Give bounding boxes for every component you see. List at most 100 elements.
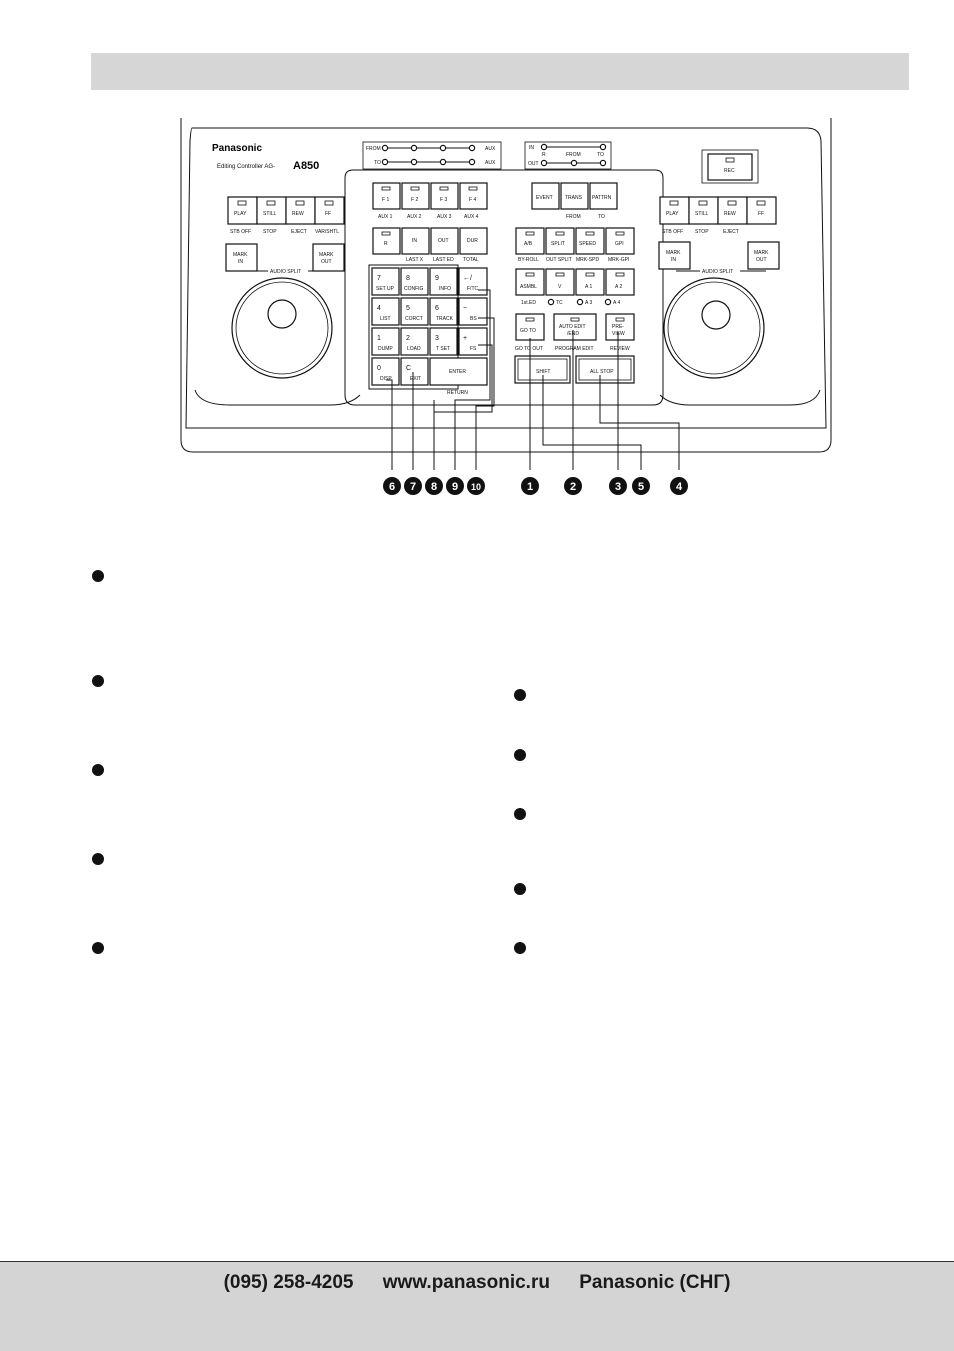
svg-text:MARK: MARK (233, 252, 248, 258)
right-mark-in-button[interactable]: MARK IN (658, 241, 691, 270)
ff-button: FF (325, 211, 331, 217)
svg-text:OUT: OUT (528, 161, 539, 167)
left-mark-in-button[interactable]: MARK IN (225, 243, 258, 272)
callout-5: 5 (638, 481, 644, 493)
svg-text:VAR/SHTL: VAR/SHTL (315, 229, 339, 235)
svg-text:STB OFF: STB OFF (230, 229, 251, 235)
svg-text:LAST X: LAST X (406, 257, 424, 263)
model-number: A850 (293, 160, 319, 172)
svg-text:IN: IN (529, 145, 534, 151)
svg-text:AUDIO SPLIT: AUDIO SPLIT (702, 269, 733, 275)
svg-text:9: 9 (435, 275, 439, 282)
assemble-labels: 1st.ED TC A 3 A 4 (521, 298, 620, 306)
svg-text:3: 3 (435, 335, 439, 342)
svg-text:ALL STOP: ALL STOP (590, 369, 614, 375)
function-keys[interactable]: F 1 F 2 F 3 F 4 (372, 182, 488, 210)
callout-9: 9 (452, 481, 458, 493)
svg-text:A 1: A 1 (585, 284, 592, 290)
footer-phone: (095) 258-4205 (223, 1272, 354, 1293)
brand-area: Panasonic Editing Controller AG- A850 (212, 143, 319, 172)
svg-text:PATTRN: PATTRN (592, 195, 612, 201)
svg-text:REVIEW: REVIEW (610, 346, 630, 352)
svg-text:8: 8 (406, 275, 410, 282)
svg-text:REC: REC (724, 168, 735, 174)
edit-point-keys[interactable]: R IN OUT DUR (372, 227, 488, 255)
svg-text:GPI: GPI (615, 241, 624, 247)
svg-text:OUT SPLIT: OUT SPLIT (546, 257, 572, 263)
svg-text:FROM: FROM (566, 214, 581, 220)
left-transport-labels: STB OFF STOP EJECT VAR/SHTL (230, 229, 339, 235)
svg-text:R: R (384, 241, 388, 247)
svg-text:GO TO: GO TO (520, 328, 536, 334)
all-stop-button[interactable]: ALL STOP (575, 355, 635, 384)
svg-text:DUR: DUR (467, 238, 478, 244)
auto-edit-button[interactable]: AUTO EDIT /END (553, 313, 597, 341)
callout-4: 4 (676, 481, 683, 493)
svg-text:MRK-SPD: MRK-SPD (576, 257, 599, 263)
svg-text:0: 0 (377, 365, 381, 372)
svg-text:VIEW: VIEW (612, 331, 625, 337)
numeric-keypad[interactable]: 7 SET UP 8 CONFIG 9 INFO 4 LIST 5 CORCT … (368, 264, 488, 396)
svg-text:RETURN: RETURN (447, 390, 468, 396)
svg-text:IN: IN (671, 257, 676, 263)
event-keys[interactable]: EVENT TRANS PATTRN (531, 182, 618, 210)
transition-keys[interactable]: A/B SPLIT SPEED GPI (515, 227, 635, 255)
svg-text:A/B: A/B (524, 241, 533, 247)
assemble-keys[interactable]: ASMBL V A 1 A 2 (515, 268, 635, 296)
svg-text:FROM: FROM (366, 146, 381, 152)
bullet-marker (92, 675, 104, 687)
svg-text:CONFIG: CONFIG (404, 286, 424, 292)
indicator-panel-right: IN R FROM TO OUT (524, 141, 612, 170)
svg-text:TRACK: TRACK (436, 316, 454, 322)
left-jog-dial[interactable] (231, 277, 333, 379)
edit-point-labels: LAST X LAST ED TOTAL (406, 257, 479, 263)
right-mark-out-button[interactable]: MARK OUT (747, 241, 780, 270)
svg-text:R: R (542, 152, 546, 158)
svg-text:1: 1 (377, 335, 381, 342)
callout-3: 3 (615, 481, 621, 493)
svg-text:←/: ←/ (463, 275, 472, 282)
svg-text:F 4: F 4 (469, 197, 476, 203)
svg-text:SPEED: SPEED (579, 241, 596, 247)
callout-10: 10 (471, 482, 481, 492)
svg-text:REW: REW (724, 211, 736, 217)
shift-button[interactable]: SHIFT (514, 355, 571, 384)
svg-text:MARK: MARK (754, 250, 769, 256)
svg-text:MARK: MARK (319, 252, 334, 258)
bullet-marker (514, 942, 526, 954)
right-audio-split-label: AUDIO SPLIT (676, 269, 766, 275)
svg-text:F 2: F 2 (411, 197, 418, 203)
callout-8: 8 (431, 481, 437, 493)
callout-leader-lines (386, 289, 680, 470)
footer-website[interactable]: www.panasonic.ru (382, 1272, 550, 1293)
svg-text:AUX 3: AUX 3 (437, 214, 452, 220)
svg-text:TC: TC (556, 300, 563, 306)
goto-button[interactable]: GO TO (515, 313, 545, 341)
svg-text:EJECT: EJECT (723, 229, 739, 235)
svg-text:DISP: DISP (380, 376, 392, 382)
rec-button[interactable]: REC (701, 149, 759, 184)
svg-text:OUT: OUT (438, 238, 449, 244)
svg-text:T SET: T SET (436, 346, 450, 352)
svg-text:AUX 1: AUX 1 (378, 214, 393, 220)
svg-text:INFO: INFO (439, 286, 451, 292)
right-jog-dial[interactable] (663, 277, 765, 379)
right-transport-keys[interactable]: PLAY STILL REW FF (659, 196, 777, 225)
svg-text:SET UP: SET UP (376, 286, 395, 292)
callout-2: 2 (570, 481, 576, 493)
footer-contact: (095) 258-4205 www.panasonic.ru Panasoni… (0, 1272, 954, 1294)
svg-text:TO: TO (597, 152, 604, 158)
preview-button[interactable]: PRE- VIEW (605, 313, 635, 341)
brand-logo: Panasonic (212, 143, 262, 154)
svg-text:GO TO OUT: GO TO OUT (515, 346, 543, 352)
svg-text:6: 6 (435, 305, 439, 312)
still-button: STILL (263, 211, 277, 217)
left-mark-out-button[interactable]: MARK OUT (312, 243, 345, 272)
svg-text:TO: TO (374, 160, 381, 166)
left-transport-keys[interactable]: PLAY STILL REW FF (227, 196, 345, 225)
svg-text:EVENT: EVENT (536, 195, 553, 201)
svg-text:A 2: A 2 (615, 284, 622, 290)
svg-text:ASMBL: ASMBL (520, 284, 537, 290)
right-transport-labels: STB OFF STOP EJECT (662, 229, 739, 235)
indicator-panel-left: FROM TO AUX AUX (362, 141, 502, 170)
